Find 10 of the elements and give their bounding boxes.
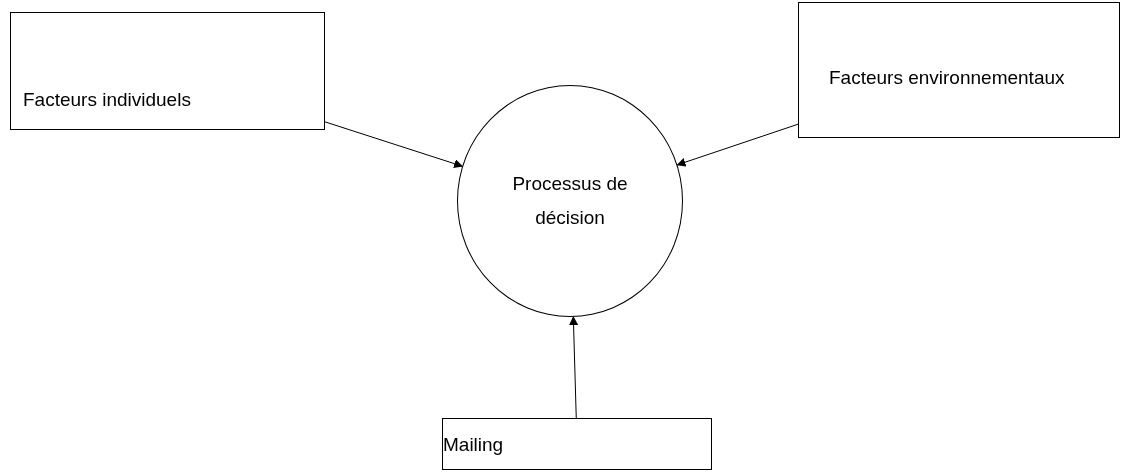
factor-box xyxy=(10,12,325,130)
node-label: Facteurs environnementaux xyxy=(829,66,1065,90)
arrow xyxy=(569,316,579,419)
factor-box xyxy=(798,2,1120,138)
node-label: Facteurs individuels xyxy=(23,88,191,112)
arrow xyxy=(676,123,799,167)
node-label: Processus de décision xyxy=(511,172,629,230)
arrow xyxy=(324,121,464,168)
factor-box xyxy=(442,418,712,470)
node-label: Mailing xyxy=(443,433,504,457)
